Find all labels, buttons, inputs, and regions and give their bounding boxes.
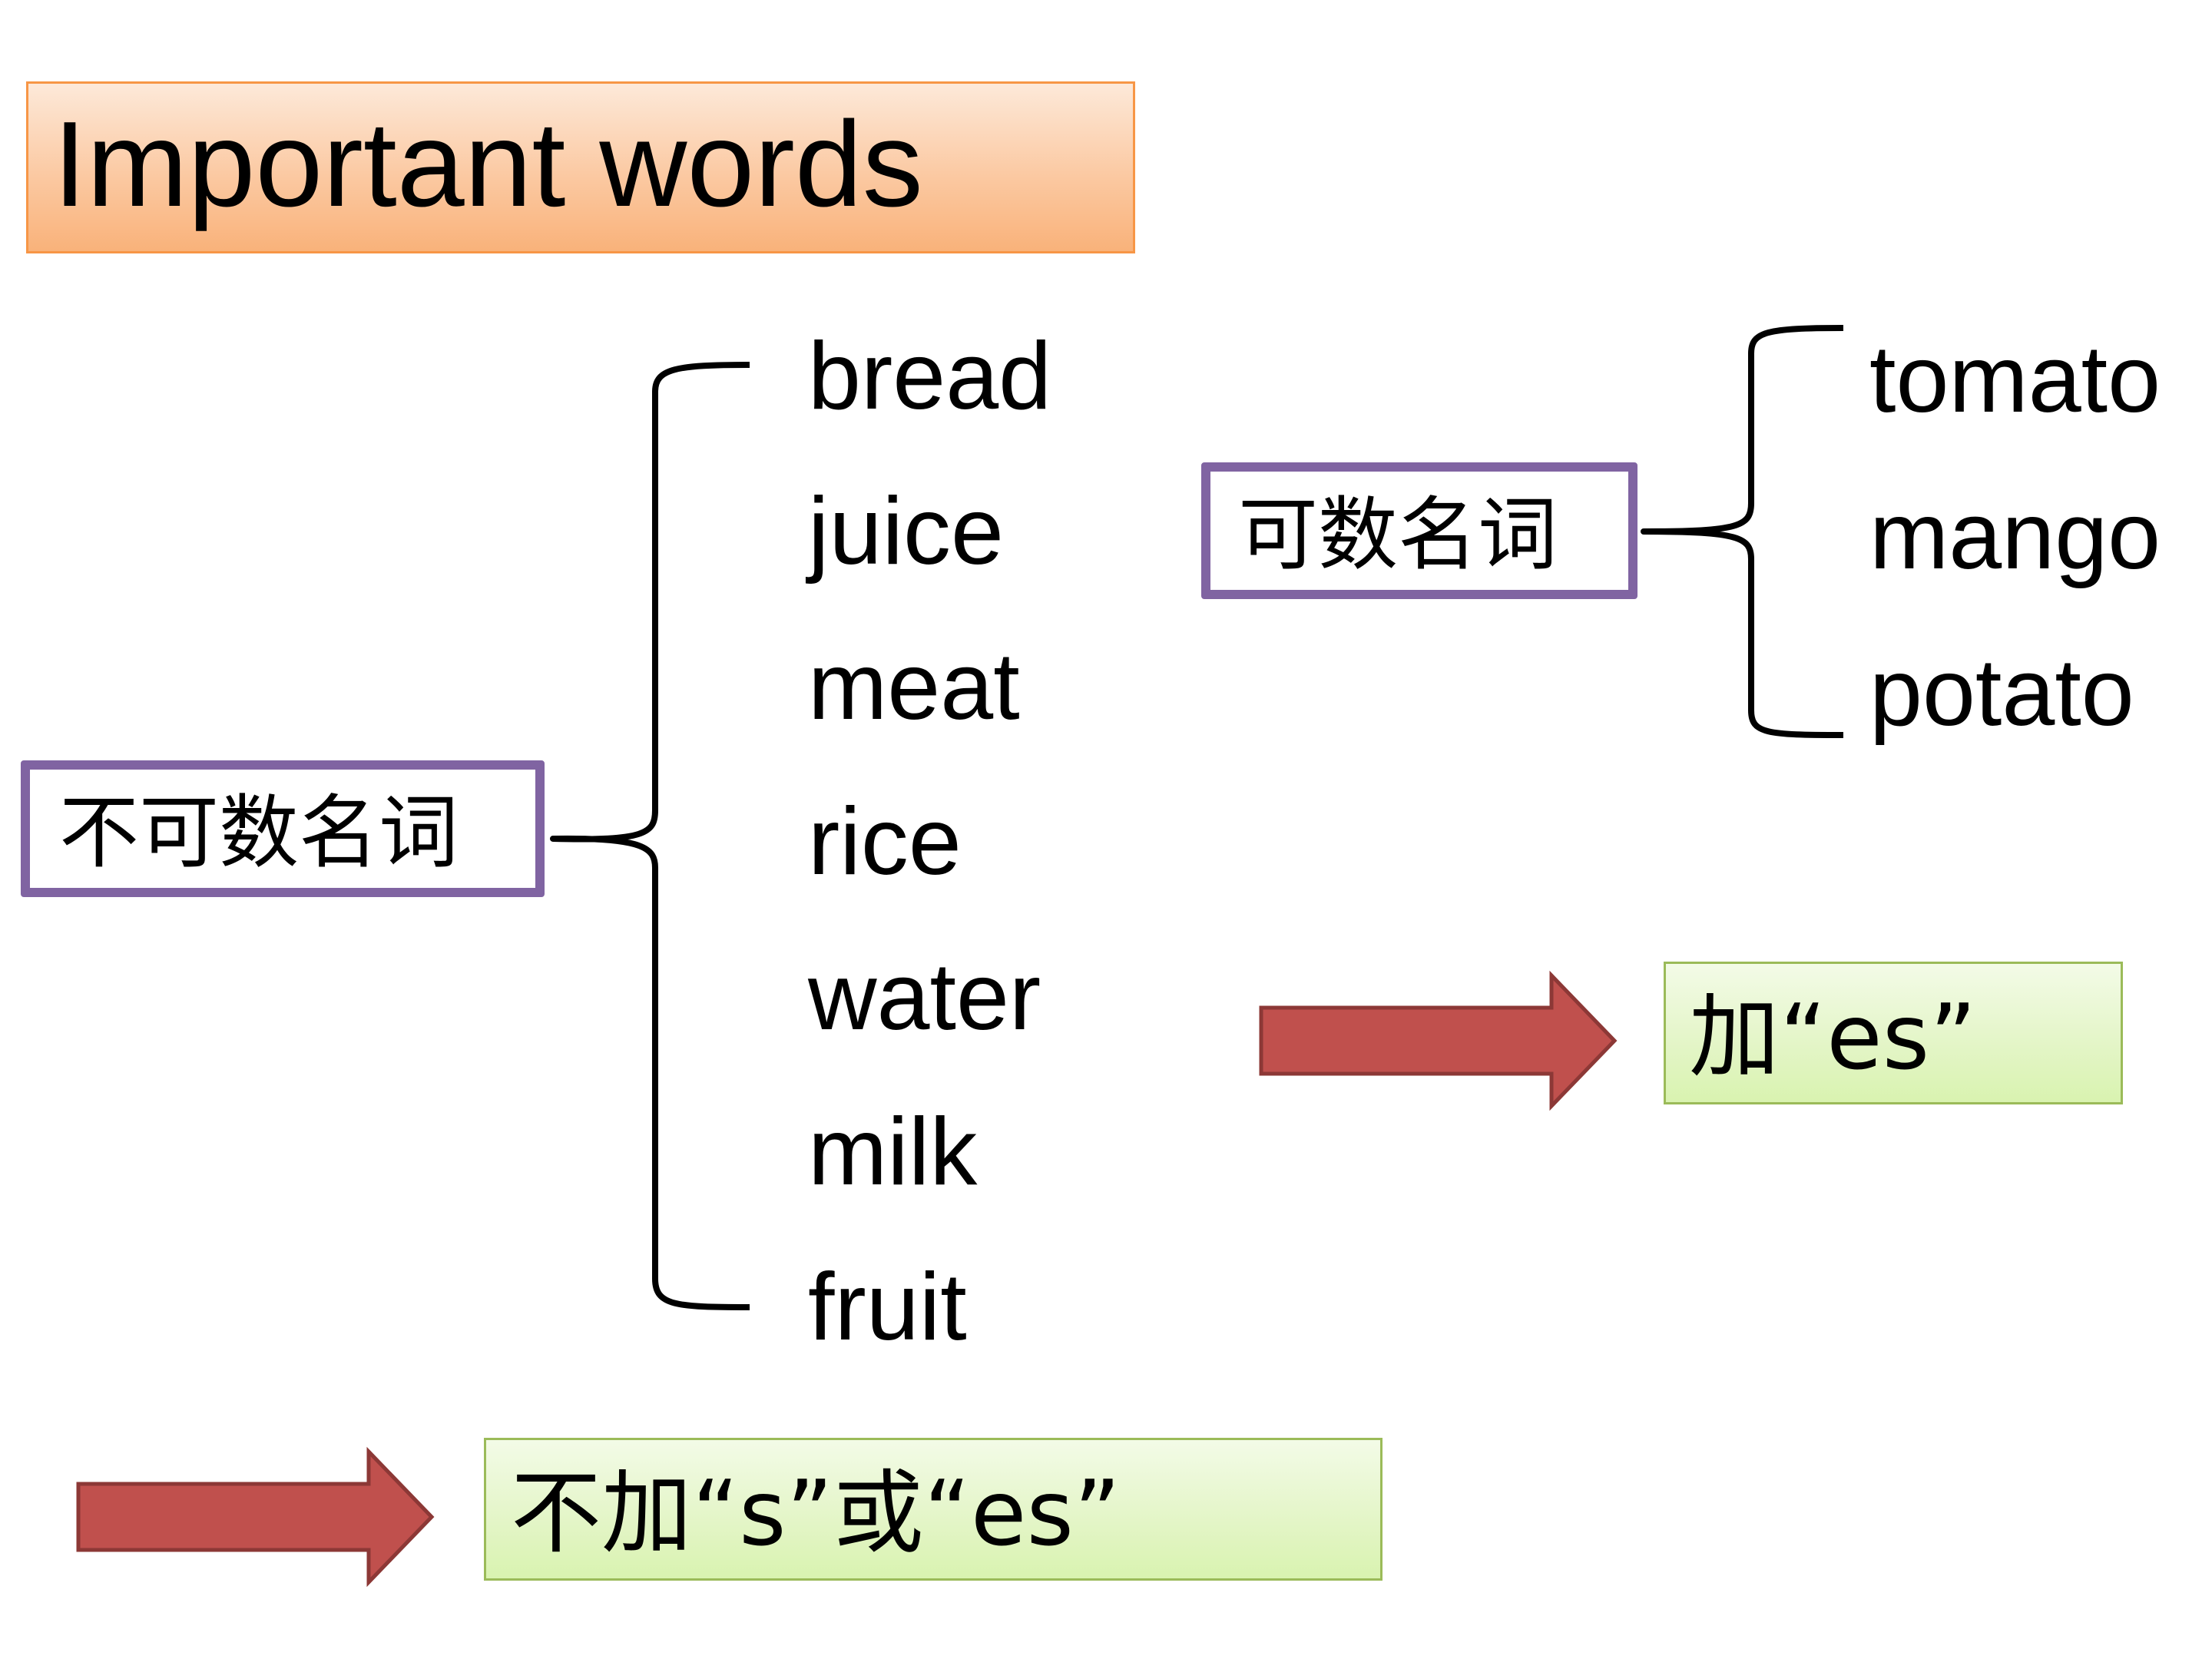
uncountable-word: milk <box>808 1099 978 1205</box>
uncountable-rule: 不加“s”或“es” <box>511 1460 1121 1566</box>
uncountable-word: fruit <box>808 1254 967 1360</box>
arrow-icon <box>76 1446 435 1588</box>
countable-label-box: 可数名词 <box>1201 462 1637 599</box>
countable-rule: 加“es” <box>1689 984 1977 1090</box>
countable-rule-box: 加“es” <box>1664 962 2123 1104</box>
countable-label: 可数名词 <box>1238 488 1558 581</box>
title-box: Important words <box>26 81 1135 253</box>
countable-word: potato <box>1869 640 2134 746</box>
uncountable-word: bread <box>808 323 1052 429</box>
uncountable-word: juice <box>808 478 1005 584</box>
uncountable-word: water <box>808 944 1041 1050</box>
uncountable-rule-box: 不加“s”或“es” <box>484 1438 1382 1581</box>
uncountable-label-box: 不可数名词 <box>21 760 545 897</box>
uncountable-label: 不可数名词 <box>59 786 459 879</box>
uncountable-word: meat <box>808 634 1020 740</box>
countable-word: mango <box>1869 483 2161 589</box>
uncountable-brace <box>550 362 750 1310</box>
countable-brace <box>1641 325 1844 738</box>
arrow-icon <box>1259 970 1618 1111</box>
countable-word: tomato <box>1869 326 2161 432</box>
page-title: Important words <box>53 97 923 232</box>
uncountable-word: rice <box>808 789 962 895</box>
